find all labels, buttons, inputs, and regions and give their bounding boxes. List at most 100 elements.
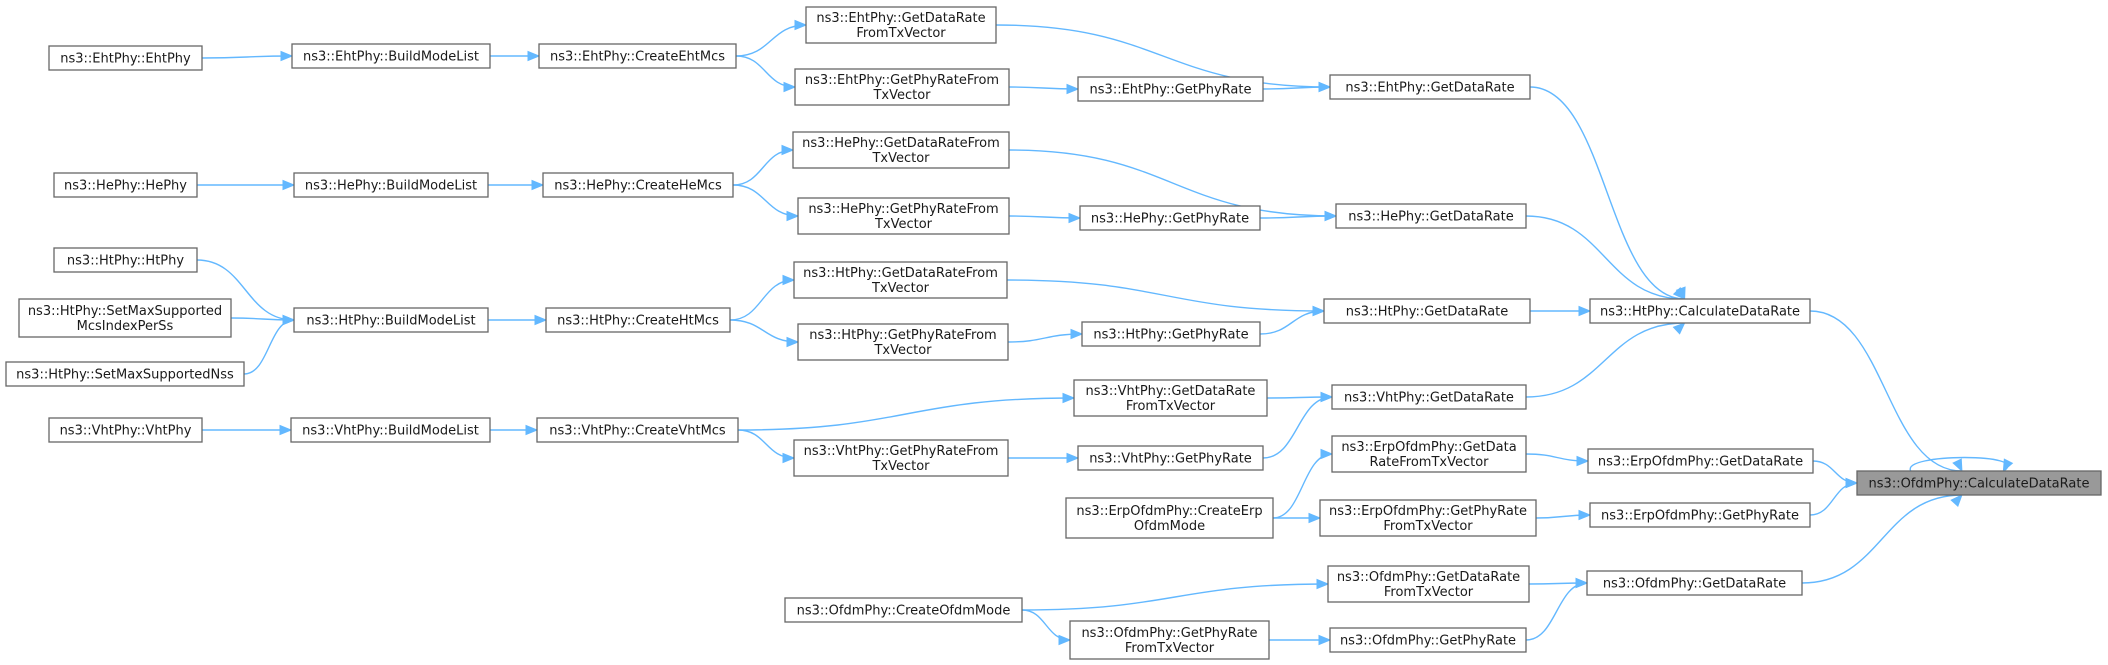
node-box bbox=[48, 417, 203, 443]
node-box bbox=[536, 417, 739, 443]
node-ns3-ehtphy-ehtphy[interactable]: ns3::EhtPhy::EhtPhy bbox=[48, 45, 203, 71]
edge-line bbox=[1008, 149, 1337, 217]
node-ns3-ehtphy-getdatarate[interactable]: ns3::EhtPhy::GetDataRate bbox=[1329, 74, 1531, 100]
node-label: ns3::HePhy::GetDataRate bbox=[1348, 210, 1513, 225]
edge-arrowhead bbox=[527, 50, 541, 62]
node-ns3-vhtphy-createvhtmcs[interactable]: ns3::VhtPhy::CreateVhtMcs bbox=[536, 417, 739, 443]
node-ns3-htphy-setmaxsupportednss[interactable]: ns3::HtPhy::SetMaxSupportedNss bbox=[5, 361, 245, 387]
node-box bbox=[1065, 497, 1274, 539]
node-ns3-ofdmphy-calculatedatarate[interactable]: ns3::OfdmPhy::CalculateDataRate bbox=[1856, 470, 2102, 496]
edge-n-eht-build-to-n-eht-createmcs bbox=[490, 50, 541, 62]
node-box bbox=[293, 172, 489, 198]
node-ns3-ehtphy-getphyrate[interactable]: ns3::EhtPhy::GetPhyRate bbox=[1077, 76, 1264, 102]
node-ns3-vhtphy-getphyrate[interactable]: ns3::VhtPhy::GetPhyRate bbox=[1077, 445, 1264, 471]
node-label: ns3::HePhy::GetPhyRate bbox=[1091, 212, 1249, 227]
edge-n-he-phy-tx-to-n-he-getphyrate bbox=[1008, 212, 1082, 224]
node-label: ns3::HtPhy::GetDataRateFrom bbox=[803, 266, 998, 281]
node-label: ns3::HtPhy::GetPhyRateFrom bbox=[809, 328, 996, 343]
edge-n-ofdm-create-to-n-ofdm-dr-tx bbox=[1021, 578, 1330, 611]
node-label: FromTxVector bbox=[856, 26, 946, 41]
node-ns3-htphy-buildmodelist[interactable]: ns3::HtPhy::BuildModeList bbox=[293, 307, 489, 333]
edge-n-ht-setnss-to-n-ht-build bbox=[243, 314, 296, 375]
node-box bbox=[53, 172, 198, 198]
edge-arrowhead bbox=[280, 50, 294, 62]
edge-arrowhead bbox=[1066, 452, 1080, 464]
node-box bbox=[1331, 435, 1527, 473]
node-label: ns3::OfdmPhy::GetDataRate bbox=[1337, 570, 1520, 585]
node-ns3-htphy-createhtmcs[interactable]: ns3::HtPhy::CreateHtMcs bbox=[545, 307, 731, 333]
node-ns3-vhtphy-getdatarate[interactable]: ns3::VhtPhy::GetDataRate bbox=[1331, 384, 1527, 410]
node-ns3-hephy-buildmodelist[interactable]: ns3::HePhy::BuildModeList bbox=[293, 172, 489, 198]
node-ns3-erpofdmphy-getdatarate[interactable]: ns3::ErpOfdmPhy::GetDataRate bbox=[1587, 448, 1814, 474]
edge-line bbox=[1006, 279, 1325, 312]
node-ns3-ofdmphy-getphyrate[interactable]: ns3::OfdmPhy::GetPhyRate bbox=[1329, 627, 1527, 653]
node-box bbox=[1081, 321, 1261, 347]
node-box bbox=[784, 597, 1023, 623]
node-ns3-hephy-hephy[interactable]: ns3::HePhy::HePhy bbox=[53, 172, 198, 198]
node-label: ns3::OfdmPhy::GetPhyRate bbox=[1081, 626, 1257, 641]
node-ns3-hephy-getphyrate[interactable]: ns3::HePhy::GetPhyRate bbox=[1079, 205, 1261, 231]
edge-n-he-createmcs-to-n-he-phy-tx bbox=[732, 184, 800, 222]
edge-n-ofdm-getdr-to-n-ofdm-calc bbox=[1801, 494, 1963, 584]
node-layer: ns3::OfdmPhy::CalculateDataRate ns3::HtPh… bbox=[5, 6, 2102, 660]
edge-arrowhead bbox=[1068, 212, 1082, 224]
node-ns3-ofdmphy-getdatarate[interactable]: ns3::OfdmPhy::GetDataRate bbox=[1586, 570, 1803, 596]
node-ns3-htphy-calculatedatarate[interactable]: ns3::HtPhy::CalculateDataRate bbox=[1589, 298, 1811, 324]
edge-n-ht-build-to-n-ht-createmcs bbox=[487, 314, 548, 326]
edge-line bbox=[1525, 215, 1685, 300]
edge-n-eht-createmcs-to-n-eht-dr-tx bbox=[735, 19, 808, 57]
node-ns3-vhtphy-vhtphy[interactable]: ns3::VhtPhy::VhtPhy bbox=[48, 417, 203, 443]
node-label: ns3::VhtPhy::VhtPhy bbox=[60, 424, 192, 439]
edge-line bbox=[1021, 583, 1329, 611]
node-label: ns3::VhtPhy::BuildModeList bbox=[302, 424, 479, 439]
node-ns3-ehtphy-buildmodelist[interactable]: ns3::EhtPhy::BuildModeList bbox=[291, 43, 491, 69]
node-ns3-hephy-getdatarate[interactable]: ns3::HePhy::GetDataRate bbox=[1335, 203, 1527, 229]
node-label: ns3::HtPhy::SetMaxSupportedNss bbox=[16, 368, 234, 383]
node-label: FromTxVector bbox=[1383, 519, 1473, 534]
edge-n-ofdm-calc-to-n-ofdm-calc bbox=[1909, 456, 2014, 473]
node-label: ns3::OfdmPhy::CreateOfdmMode bbox=[797, 604, 1011, 619]
edge-arrowhead bbox=[534, 314, 548, 326]
edge-n-erp-phy-tx-to-n-erp-getphy bbox=[1535, 509, 1592, 521]
node-ns3-erpofdmphy-getphyrate[interactable]: ns3::ErpOfdmPhy::GetPhyRate bbox=[1589, 502, 1811, 528]
node-label: ns3::ErpOfdmPhy::GetPhyRate bbox=[1329, 504, 1527, 519]
node-ns3-htphy-getdatarate[interactable]: ns3::HtPhy::GetDataRate bbox=[1323, 298, 1531, 324]
node-box bbox=[1327, 565, 1530, 603]
edge-line bbox=[243, 319, 295, 375]
edge-n-ht-calc-to-n-ofdm-calc bbox=[1809, 310, 1963, 473]
node-box bbox=[797, 323, 1009, 361]
edge-n-ht-getphyrate-to-n-ht-getdr bbox=[1259, 305, 1326, 335]
node-box bbox=[1323, 298, 1531, 324]
node-ns3-vhtphy-buildmodelist[interactable]: ns3::VhtPhy::BuildModeList bbox=[290, 417, 491, 443]
node-ns3-htphy-htphy[interactable]: ns3::HtPhy::HtPhy bbox=[53, 247, 198, 273]
node-box bbox=[290, 417, 491, 443]
edge-arrowhead bbox=[783, 81, 797, 93]
node-label: ns3::HePhy::HePhy bbox=[64, 179, 187, 194]
edge-line bbox=[735, 55, 796, 88]
node-ns3-hephy-createhemcs[interactable]: ns3::HePhy::CreateHeMcs bbox=[542, 172, 734, 198]
node-label: TxVector bbox=[873, 343, 932, 358]
node-ns3-ehtphy-createehtmcs[interactable]: ns3::EhtPhy::CreateEhtMcs bbox=[538, 43, 737, 69]
edge-arrowhead bbox=[1318, 81, 1332, 93]
edge-arrowhead bbox=[1845, 477, 1859, 489]
node-ns3-htphy-getphyrate[interactable]: ns3::HtPhy::GetPhyRate bbox=[1081, 321, 1261, 347]
edge-n-vht-getdr-to-n-ht-calc bbox=[1525, 322, 1686, 398]
node-label: FromTxVector bbox=[1384, 585, 1474, 600]
node-box bbox=[1331, 384, 1527, 410]
node-ns3-ofdmphy-createofdmmode[interactable]: ns3::OfdmPhy::CreateOfdmMode bbox=[784, 597, 1023, 623]
